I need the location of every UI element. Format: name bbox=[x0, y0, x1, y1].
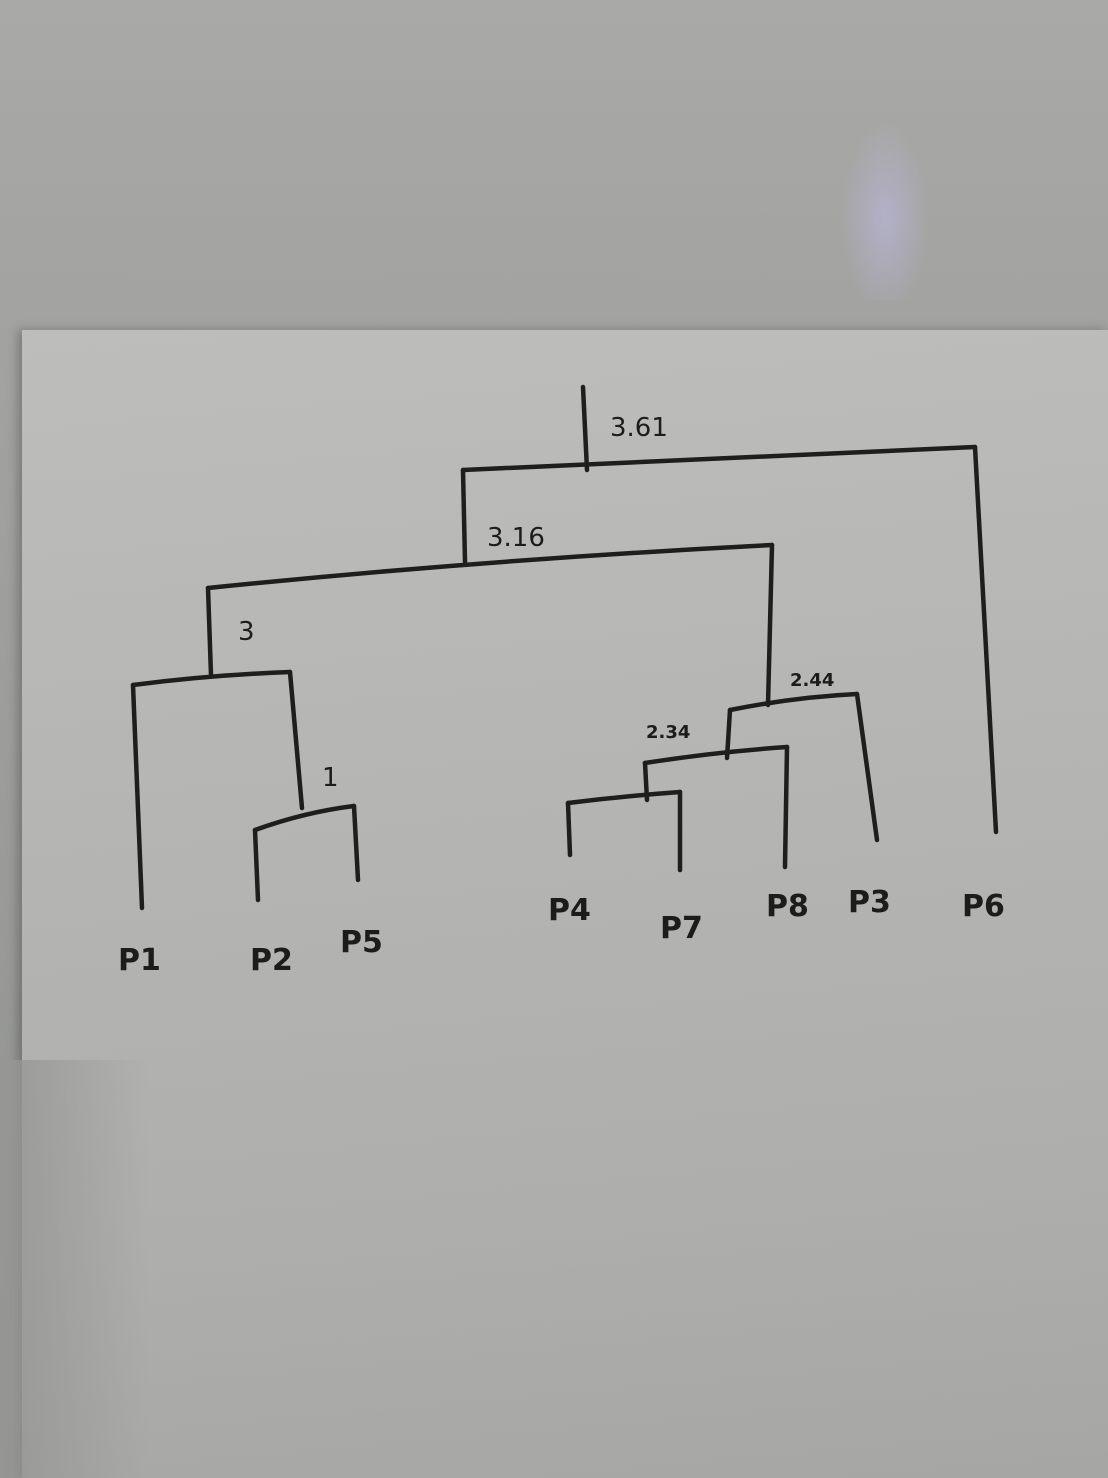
paper-sheet bbox=[22, 330, 1108, 1478]
light-glare bbox=[840, 120, 930, 300]
merge-3-right-drop bbox=[287, 669, 305, 811]
branch-to-p5 bbox=[351, 803, 361, 883]
leaf-label-p1: P1 bbox=[118, 943, 161, 978]
branch-to-p3 bbox=[854, 691, 880, 843]
height-label-361: 3.61 bbox=[610, 413, 668, 443]
leaf-label-p8: P8 bbox=[766, 889, 809, 924]
height-label-1: 1 bbox=[322, 763, 339, 793]
branch-to-p6 bbox=[972, 444, 999, 835]
merge-316-left-drop bbox=[205, 585, 214, 678]
paper-shadow bbox=[0, 1060, 150, 1478]
height-label-234: 2.34 bbox=[646, 722, 690, 743]
branch-to-p4 bbox=[565, 800, 573, 858]
merge-244-bar bbox=[727, 691, 860, 713]
leaf-label-p5: P5 bbox=[340, 925, 383, 960]
branch-to-p2 bbox=[252, 827, 261, 903]
branch-to-p1 bbox=[130, 682, 145, 911]
merge-3-bar bbox=[130, 669, 293, 688]
branch-to-p8 bbox=[782, 744, 790, 870]
leaf-label-p7: P7 bbox=[660, 911, 703, 946]
height-label-244: 2.44 bbox=[790, 670, 834, 691]
merge-234-bar bbox=[642, 744, 790, 766]
merge-316-right-drop bbox=[765, 542, 775, 708]
leaf-label-p2: P2 bbox=[250, 943, 293, 978]
height-label-3: 3 bbox=[238, 617, 255, 647]
leaf-label-p6: P6 bbox=[962, 889, 1005, 924]
merge-361-bar bbox=[460, 444, 978, 473]
merge-1-bar bbox=[252, 803, 357, 833]
leaf-label-p4: P4 bbox=[548, 893, 591, 928]
root-stem bbox=[580, 384, 590, 473]
leaf-label-p3: P3 bbox=[848, 885, 891, 920]
height-label-316: 3.16 bbox=[487, 523, 545, 553]
merge-p4-p7-bar bbox=[565, 789, 683, 806]
merge-316-bar bbox=[205, 542, 775, 591]
merge-361-left-drop bbox=[460, 467, 468, 565]
